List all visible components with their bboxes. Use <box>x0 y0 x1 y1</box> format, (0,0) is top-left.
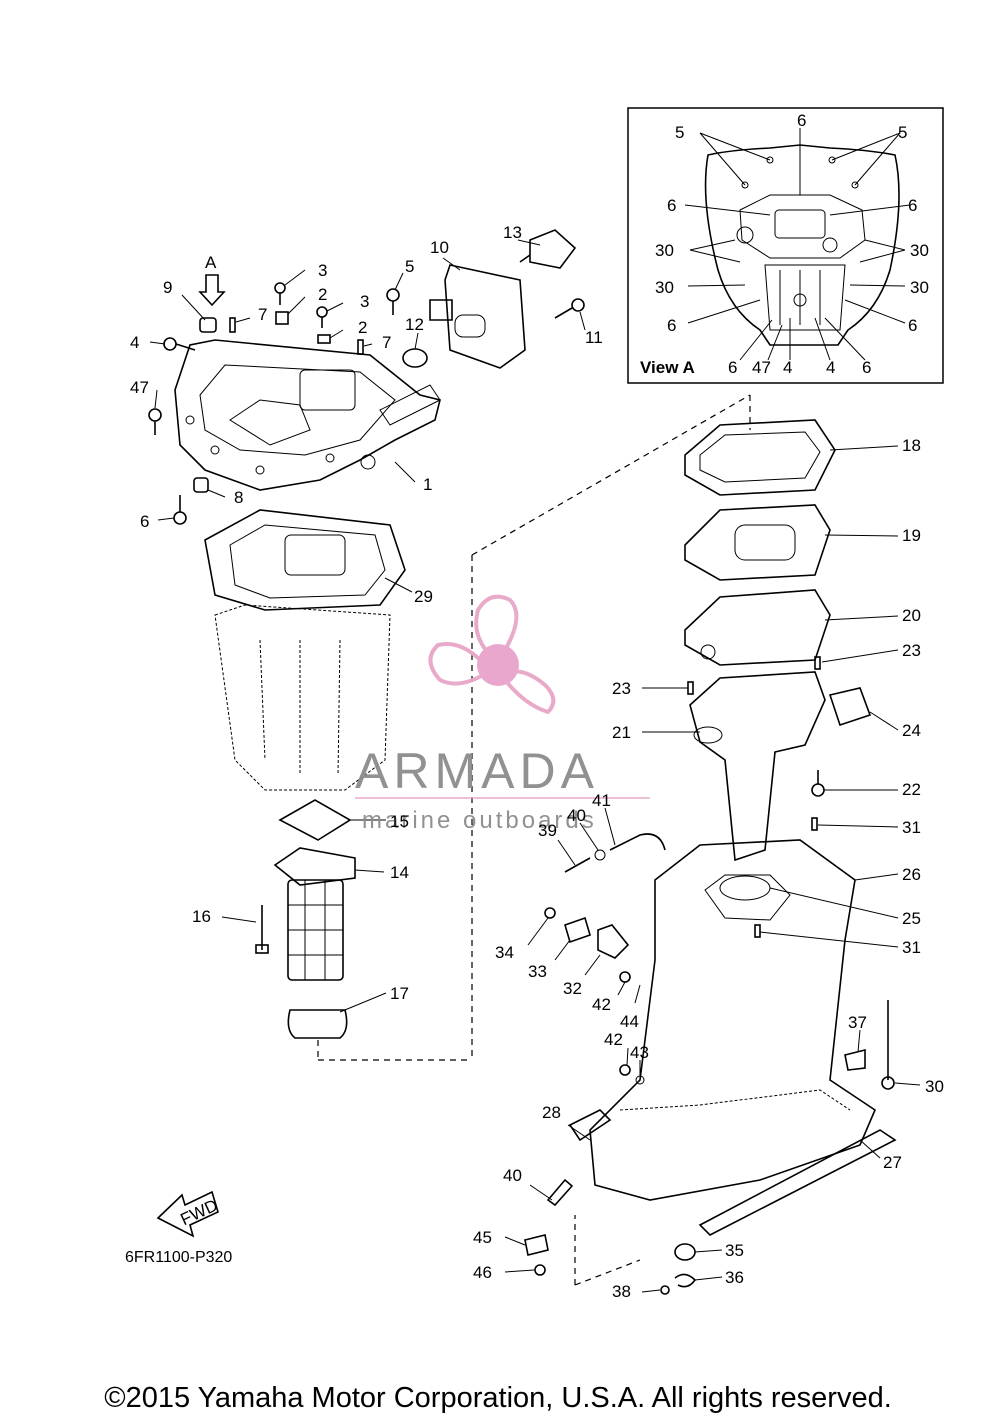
part-number-label: 9 <box>163 278 172 297</box>
part-number-label: 11 <box>585 328 603 347</box>
part-number-label: 6 <box>667 196 676 215</box>
part-number-label: 25 <box>902 909 921 928</box>
view-a-title: View A <box>640 358 695 377</box>
part-number-label: 10 <box>430 238 449 257</box>
part-number-label: 6 <box>862 358 871 377</box>
part-number-label: 30 <box>655 278 674 297</box>
part-number-label: 6 <box>140 512 149 531</box>
part-number-label: 43 <box>630 1043 649 1062</box>
part-number-label: 24 <box>902 721 921 740</box>
part-number-label: 40 <box>503 1166 522 1185</box>
part-number-label: 8 <box>234 488 243 507</box>
view-a-inset <box>627 107 944 384</box>
part-number-label: 35 <box>725 1241 744 1260</box>
part-number-label: 23 <box>902 641 921 660</box>
part-number-label: 18 <box>902 436 921 455</box>
part-number-label: 6 <box>908 316 917 335</box>
view-a-labels: 5 6 5 6 6 30 30 30 30 6 6 6 47 4 4 6 <box>655 111 929 377</box>
part-number-label: A <box>205 253 217 272</box>
part-number-label: 42 <box>592 995 611 1014</box>
exhaust-guide-assembly <box>504 419 921 1295</box>
watermark: ARMADA marine outboards <box>355 594 650 834</box>
part-number-label: 36 <box>725 1268 744 1287</box>
part-number-label: 27 <box>883 1153 902 1172</box>
part-number-label: 13 <box>503 223 522 242</box>
part-number-label: 4 <box>783 358 792 377</box>
part-number-label: 17 <box>390 984 409 1003</box>
part-number-label: 34 <box>495 943 514 962</box>
part-number-label: 6 <box>667 316 676 335</box>
part-number-label: 6 <box>797 111 806 130</box>
part-number-label: 31 <box>902 818 921 837</box>
part-number-label: 47 <box>752 358 771 377</box>
watermark-tagline: marine outboards <box>362 807 597 834</box>
part-number-label: 30 <box>910 278 929 297</box>
part-number-label: 33 <box>528 962 547 981</box>
part-number-label: 31 <box>902 938 921 957</box>
part-number-label: 47 <box>130 378 149 397</box>
propeller-logo <box>428 594 556 715</box>
part-number-label: 4 <box>826 358 835 377</box>
diagram-code: 6FR1100-P320 <box>125 1249 232 1266</box>
part-number-label: 28 <box>542 1103 561 1122</box>
part-number-label: 30 <box>655 241 674 260</box>
logo-hub <box>477 644 519 686</box>
part-number-label: 38 <box>612 1282 631 1301</box>
part-number-label: 20 <box>902 606 921 625</box>
part-number-label: 2 <box>358 318 367 337</box>
part-number-label: 32 <box>563 979 582 998</box>
part-number-label: 41 <box>592 791 611 810</box>
part-number-label: 5 <box>898 123 907 142</box>
part-number-label: 7 <box>258 305 267 324</box>
part-labels: 1223345677891011121314151617181920212223… <box>130 223 944 1301</box>
part-number-label: 39 <box>538 821 557 840</box>
part-number-label: 15 <box>390 812 409 831</box>
part-number-label: 40 <box>567 806 586 825</box>
copyright-notice: ©2015 Yamaha Motor Corporation, U.S.A. A… <box>104 1382 892 1414</box>
part-number-label: 23 <box>612 679 631 698</box>
upper-casing-assembly <box>148 229 586 525</box>
part-number-label: 30 <box>925 1077 944 1096</box>
watermark-brand: ARMADA <box>355 743 599 799</box>
part-number-label: 5 <box>405 257 414 276</box>
oil-pan-assembly <box>204 394 751 1061</box>
part-number-label: 12 <box>405 315 424 334</box>
part-number-label: 16 <box>192 907 211 926</box>
part-number-label: 6 <box>908 196 917 215</box>
logo-blade <box>428 642 491 686</box>
part-number-label: 29 <box>414 587 433 606</box>
part-number-label: 3 <box>318 261 327 280</box>
part-number-label: 30 <box>910 241 929 260</box>
part-number-label: 2 <box>318 285 327 304</box>
part-number-label: 1 <box>423 475 432 494</box>
part-number-label: 42 <box>604 1030 623 1049</box>
part-number-label: 3 <box>360 292 369 311</box>
part-number-label: 21 <box>612 723 631 742</box>
logo-blade <box>502 669 556 715</box>
part-number-label: 37 <box>848 1013 867 1032</box>
fwd-arrow: FWD <box>156 1190 221 1238</box>
part-number-label: 46 <box>473 1263 492 1282</box>
part-number-label: 22 <box>902 780 921 799</box>
logo-blade <box>474 594 519 665</box>
part-number-label: 4 <box>130 333 139 352</box>
part-number-label: 19 <box>902 526 921 545</box>
part-number-label: 6 <box>728 358 737 377</box>
part-number-label: 26 <box>902 865 921 884</box>
part-number-label: 5 <box>675 123 684 142</box>
part-number-label: 14 <box>390 863 409 882</box>
part-number-label: 7 <box>382 333 391 352</box>
part-number-label: 45 <box>473 1228 492 1247</box>
part-number-label: 44 <box>620 1012 639 1031</box>
